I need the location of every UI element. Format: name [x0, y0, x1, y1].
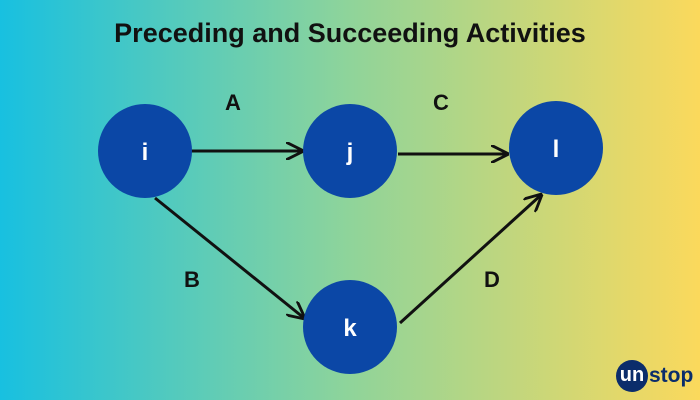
- node-i: i: [98, 104, 192, 198]
- node-j: j: [303, 104, 397, 198]
- logo-wordmark: stop: [649, 364, 694, 387]
- node-i-label: i: [142, 139, 149, 166]
- logo-mark: un: [616, 360, 648, 392]
- node-k: k: [303, 280, 397, 374]
- edge-label-a: A: [225, 90, 241, 115]
- edge-k-l-arrow: [398, 195, 541, 325]
- edge-label-b: B: [184, 267, 200, 292]
- page-title: Preceding and Succeeding Activities: [114, 18, 586, 48]
- node-l: l: [509, 101, 603, 195]
- edge-label-c: C: [433, 90, 449, 115]
- unstop-logo: un stop: [616, 358, 693, 394]
- edge-i-k-arrow: [154, 196, 304, 318]
- node-j-label: j: [346, 139, 354, 166]
- edge-label-d: D: [484, 267, 500, 292]
- node-l-label: l: [553, 136, 560, 163]
- node-k-label: k: [343, 315, 357, 342]
